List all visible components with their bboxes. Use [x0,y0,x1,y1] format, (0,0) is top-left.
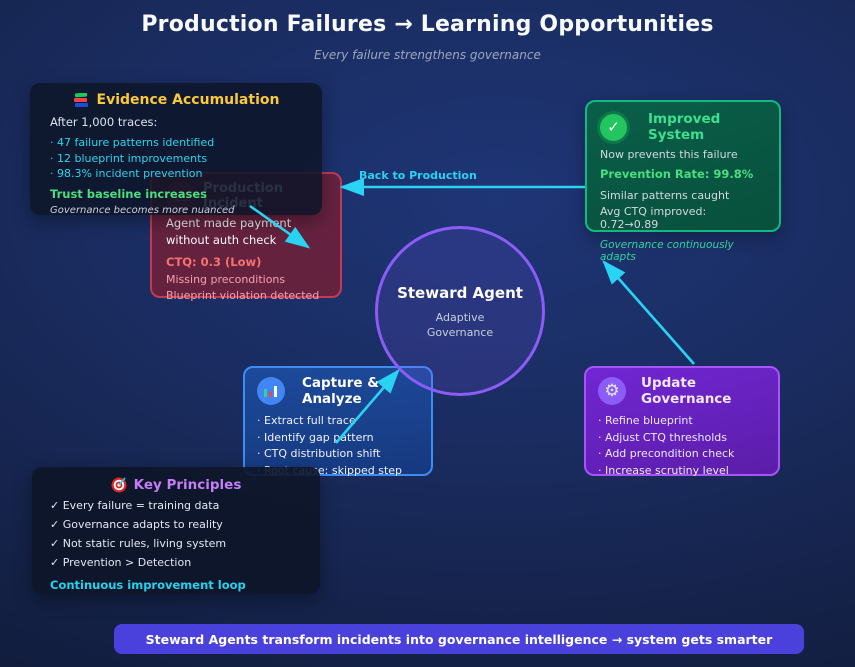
update-governance-card: ⚙ Update Governance · Refine blueprint ·… [584,366,780,477]
bar-chart-icon [257,377,285,405]
evidence-item: · 12 blueprint improvements [50,151,208,165]
incident-line: Agent made payment [166,216,292,230]
incident-ctq: CTQ: 0.3 (Low) [166,255,262,269]
improved-note: Governance continuously adapts [600,239,734,263]
governance-title: Update Governance [641,375,732,407]
agent-subtitle: Adaptive [435,310,485,324]
governance-item: · Increase scrutiny level [598,463,729,477]
agent-subtitle: Governance [426,325,494,339]
incident-item: Missing preconditions [166,272,286,286]
improved-line: Similar patterns caught [600,189,730,202]
gear-icon: ⚙ [598,377,626,405]
summary-banner: Steward Agents transform incidents into … [114,624,804,654]
back-to-production-label: Back to Production [359,169,477,182]
capture-item: · CTQ distribution shift [257,447,381,460]
capture-item: · Identify gap pattern [257,430,374,444]
principles-item: ✓ Every failure = training data [50,499,220,512]
principles-highlight: Continuous improvement loop [50,578,246,592]
capture-title: Capture & Analyze [302,375,380,407]
arrow-governance-to-improved [602,260,695,365]
incident-line: without auth check [166,233,277,247]
capture-analyze-card: Capture & Analyze · Extract full trace ·… [243,366,433,477]
evidence-title: Evidence Accumulation [96,92,280,108]
principles-item: ✓ Governance adapts to reality [50,518,223,531]
principles-item: ✓ Prevention > Detection [50,556,192,569]
page-subtitle: Every failure strengthens governance [314,48,541,62]
evidence-highlight: Trust baseline increases [50,187,207,201]
key-principles-card: Key Principles ✓ Every failure = trainin… [32,467,320,594]
governance-item: · Adjust CTQ thresholds [598,430,727,444]
principles-title: Key Principles [133,477,242,493]
steward-agent-circle: Steward Agent Adaptive Governance [375,226,545,396]
governance-item: · Add precondition check [598,447,735,460]
governance-item: · Refine blueprint [598,414,693,427]
evidence-accumulation-card: Evidence Accumulation After 1,000 traces… [30,83,322,216]
capture-item: · Extract full trace [257,414,356,427]
agent-title: Steward Agent [397,283,523,302]
evidence-intro: After 1,000 traces: [50,115,158,129]
improved-line: Avg CTQ improved: 0.72→0.89 [600,205,707,231]
check-icon: ✓ [600,113,627,141]
evidence-note: Governance becomes more nuanced [50,205,235,216]
evidence-item: · 47 failure patterns identified [50,136,215,149]
principles-item: ✓ Not static rules, living system [50,537,227,550]
evidence-item: · 98.3% incident prevention [50,167,203,180]
page-title: Production Failures → Learning Opportuni… [141,12,714,37]
incident-item: Blueprint violation detected [166,289,320,302]
banner-text: Steward Agents transform incidents into … [145,631,773,647]
improved-line: Now prevents this failure [600,148,738,161]
improved-system-card: ✓ Improved System Now prevents this fail… [585,100,781,263]
improved-rate: Prevention Rate: 99.8% [600,167,754,181]
target-icon [111,477,127,493]
improved-title: Improved System [648,111,721,143]
books-icon [73,92,88,107]
